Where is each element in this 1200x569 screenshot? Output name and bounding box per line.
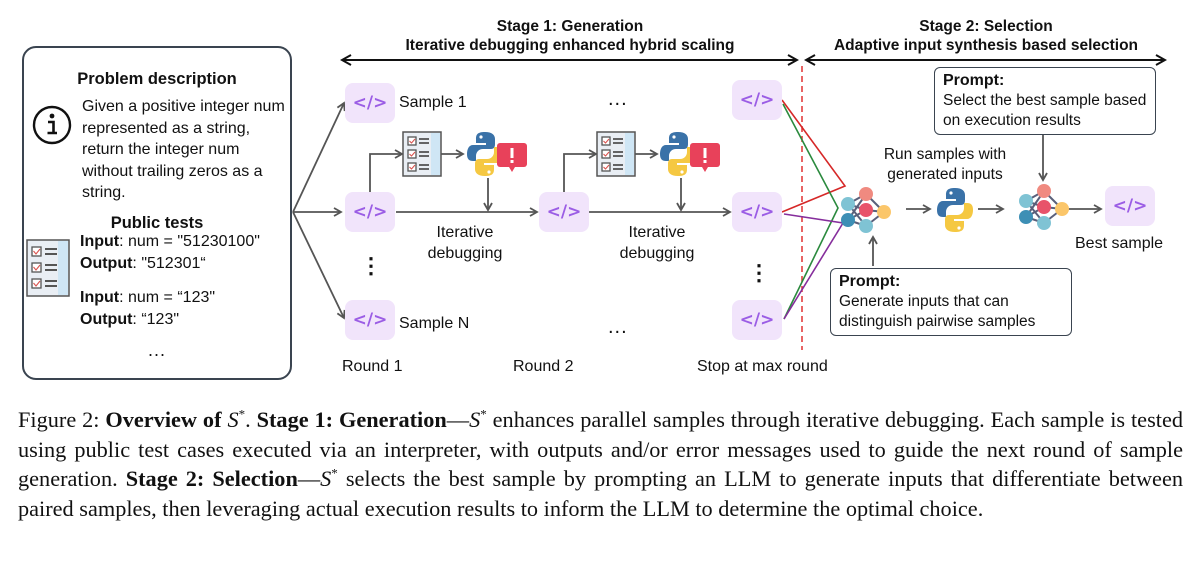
diagram-canvas <box>292 0 1200 350</box>
caption-dash: — <box>297 466 321 491</box>
star-superscript: * <box>331 465 338 481</box>
output-label: Output <box>80 255 133 272</box>
horizontal-ellipsis-top: ... <box>608 88 628 110</box>
best-sample-tile: </> <box>1105 186 1155 226</box>
problem-title: Problem description <box>77 70 237 88</box>
llm-network-icon-1 <box>840 186 892 234</box>
input-value: : num = "51230100" <box>119 233 260 250</box>
caption-stage2-text: selects the best sample by prompting an … <box>18 466 1183 521</box>
caption-bold-stage1: Stage 1: Generation <box>256 407 447 432</box>
generate-prompt-box: Prompt: Generate inputs that can disting… <box>830 268 1072 336</box>
horizontal-ellipsis-bottom: ... <box>608 316 628 338</box>
input-label: Input <box>80 233 120 250</box>
test-1-output: Output: "512301“ <box>80 255 206 273</box>
select-prompt-box: Prompt: Select the best sample based on … <box>934 67 1156 135</box>
run-samples-label: Run samples with generated inputs <box>883 146 1007 183</box>
stage1-subtitle: Iterative debugging enhanced hybrid scal… <box>405 37 735 54</box>
public-tests-title: Public tests <box>110 214 204 232</box>
vertical-ellipsis-final: ⋮ <box>748 260 770 285</box>
best-sample-label: Best sample <box>1075 235 1164 252</box>
code-icon: </> <box>352 310 388 330</box>
vertical-ellipsis-round-1: ⋮ <box>360 253 382 278</box>
stage1-title: Stage 1: Generation <box>496 18 644 35</box>
test-2-input: Input: num = “123" <box>80 289 215 307</box>
prompt-title: Prompt: <box>839 273 901 290</box>
sample-n-final: </> <box>732 300 782 340</box>
code-icon: </> <box>352 202 388 222</box>
star-superscript: * <box>480 406 487 422</box>
caption-bold-overview: Overview of <box>105 407 228 432</box>
code-icon: </> <box>1112 196 1148 216</box>
stage2-flow-arrows <box>868 135 1103 266</box>
sample-n-label: Sample N <box>399 315 470 332</box>
iterative-debugging-label-2: Iterative debugging <box>619 224 695 262</box>
sample-1-label: Sample 1 <box>399 94 467 111</box>
error-alert-icon-2 <box>690 143 720 172</box>
debug-loop-1 <box>369 149 493 212</box>
stage2-title: Stage 2: Selection <box>919 18 1053 35</box>
output-value: : “123" <box>132 311 180 328</box>
test-checklist-icon-2 <box>596 131 636 177</box>
prompt-text: Generate inputs that can distinguish pai… <box>839 293 1036 330</box>
code-icon: </> <box>739 310 775 330</box>
sample-1-final: </> <box>732 80 782 120</box>
figure-label: Figure 2: <box>18 407 106 432</box>
test-checklist-icon-1 <box>402 131 442 177</box>
max-round-label: Stop at max round <box>697 358 828 375</box>
prompt-text: Select the best sample based on executio… <box>943 92 1147 129</box>
code-icon: </> <box>352 93 388 113</box>
sample-2-round-1: </> <box>345 192 395 232</box>
tests-ellipsis: ... <box>147 340 166 360</box>
problem-panel <box>22 46 292 380</box>
fanout-arrows <box>292 101 346 320</box>
input-value: : num = “123" <box>119 289 216 306</box>
star-superscript: * <box>238 406 246 422</box>
round-2-label: Round 2 <box>513 358 574 375</box>
code-icon: </> <box>546 202 582 222</box>
test-1-input: Input: num = "51230100" <box>80 233 260 251</box>
stage1-header: Stage 1: Generation Iterative debugging … <box>380 17 760 55</box>
input-label: Input <box>80 289 120 306</box>
s-symbol: S <box>320 466 332 491</box>
sample-n-round-1: </> <box>345 300 395 340</box>
stage2-subtitle: Adaptive input synthesis based selection <box>833 37 1139 54</box>
s-symbol: S <box>227 407 239 432</box>
code-icon: </> <box>739 202 775 222</box>
stage2-header: Stage 2: Selection Adaptive input synthe… <box>800 17 1172 55</box>
caption-stage1-text: enhances parallel samples through iterat… <box>18 407 1183 491</box>
caption-period: . <box>245 407 257 432</box>
caption-dash: — <box>446 407 470 432</box>
sample-2-final: </> <box>732 192 782 232</box>
iterative-debugging-label-1: Iterative debugging <box>427 224 503 262</box>
python-execution-icon <box>937 188 973 232</box>
test-2-output: Output: “123" <box>80 311 179 329</box>
problem-description: Given a positive integer num represented… <box>82 98 285 201</box>
llm-network-icon-2 <box>1018 183 1070 231</box>
info-circle-icon <box>32 105 72 145</box>
sample-1-round-1: </> <box>345 83 395 123</box>
figure-caption: Figure 2: Overview of S*. Stage 1: Gener… <box>18 405 1183 523</box>
s-symbol: S <box>469 407 481 432</box>
round-1-label: Round 1 <box>342 358 403 375</box>
prompt-title: Prompt: <box>943 72 1005 89</box>
debug-loop-2 <box>563 149 686 212</box>
sample-2-round-2: </> <box>539 192 589 232</box>
error-alert-icon-1 <box>497 143 527 172</box>
output-label: Output <box>80 311 133 328</box>
caption-bold-stage2: Stage 2: Selection <box>125 466 298 491</box>
output-value: : "512301“ <box>132 255 206 272</box>
checklist-icon <box>26 239 70 297</box>
code-icon: </> <box>739 90 775 110</box>
